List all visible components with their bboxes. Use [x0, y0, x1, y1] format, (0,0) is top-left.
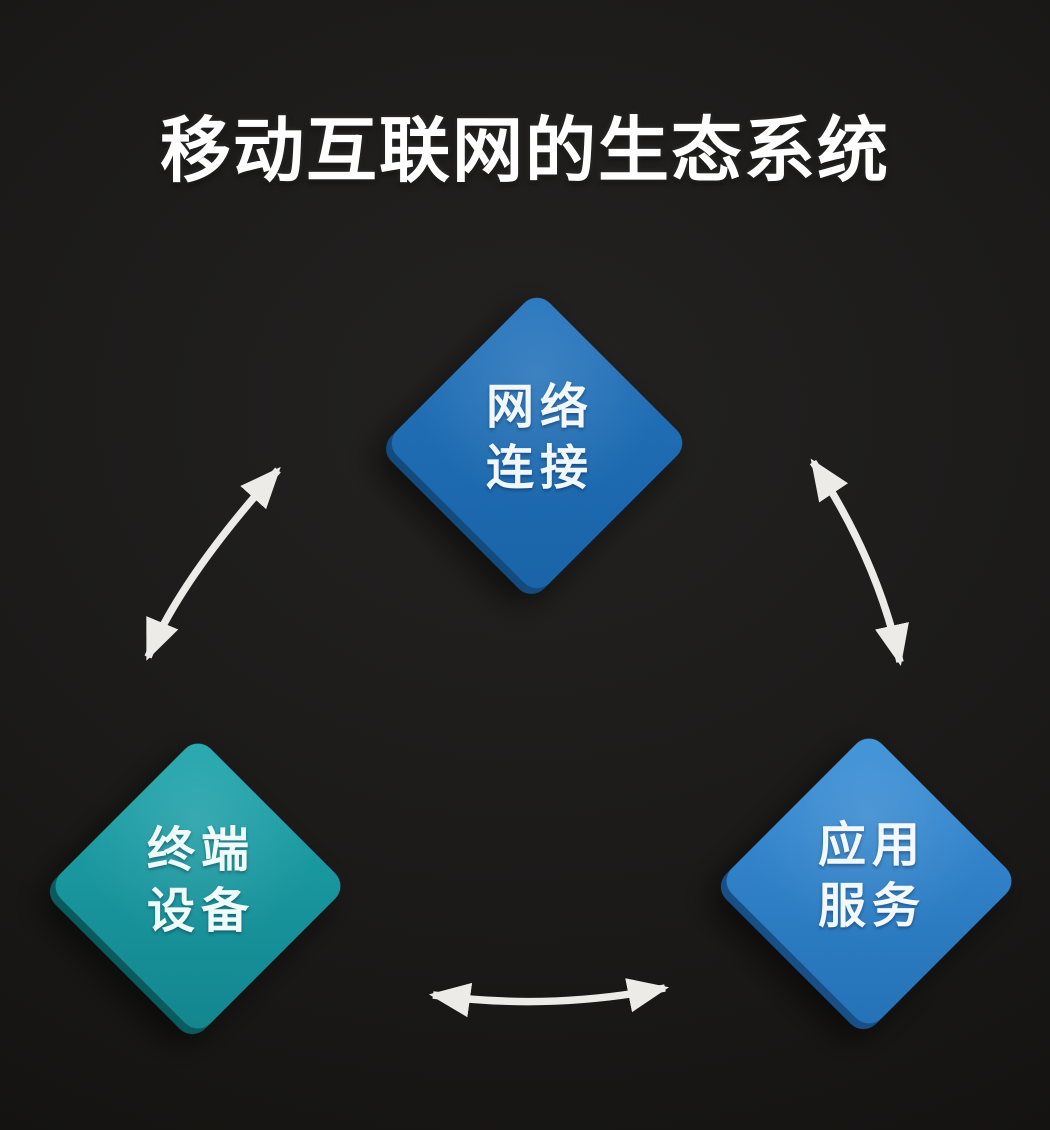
node-label: 网络 连接 [429, 331, 645, 547]
node-label-line: 设备 [146, 885, 255, 938]
node-label-line: 终端 [146, 824, 255, 878]
node-application-services: 应用 服务 [719, 731, 1019, 1031]
cycle-arrow-left [144, 466, 281, 661]
node-network-connection: 网络 连接 [384, 290, 690, 596]
node-label-line: 连接 [485, 442, 594, 495]
node-label: 应用 服务 [763, 771, 975, 983]
node-label-line: 服务 [817, 880, 926, 933]
node-label-line: 应用 [817, 819, 926, 873]
page-title: 移动互联网的生态系统 [159, 112, 890, 191]
node-label-line: 网络 [485, 381, 594, 435]
cycle-arrow-bottom [428, 978, 670, 1018]
node-terminal-devices: 终端 设备 [48, 736, 348, 1036]
cycle-arrow-right [809, 458, 909, 667]
node-label: 终端 设备 [92, 776, 304, 988]
